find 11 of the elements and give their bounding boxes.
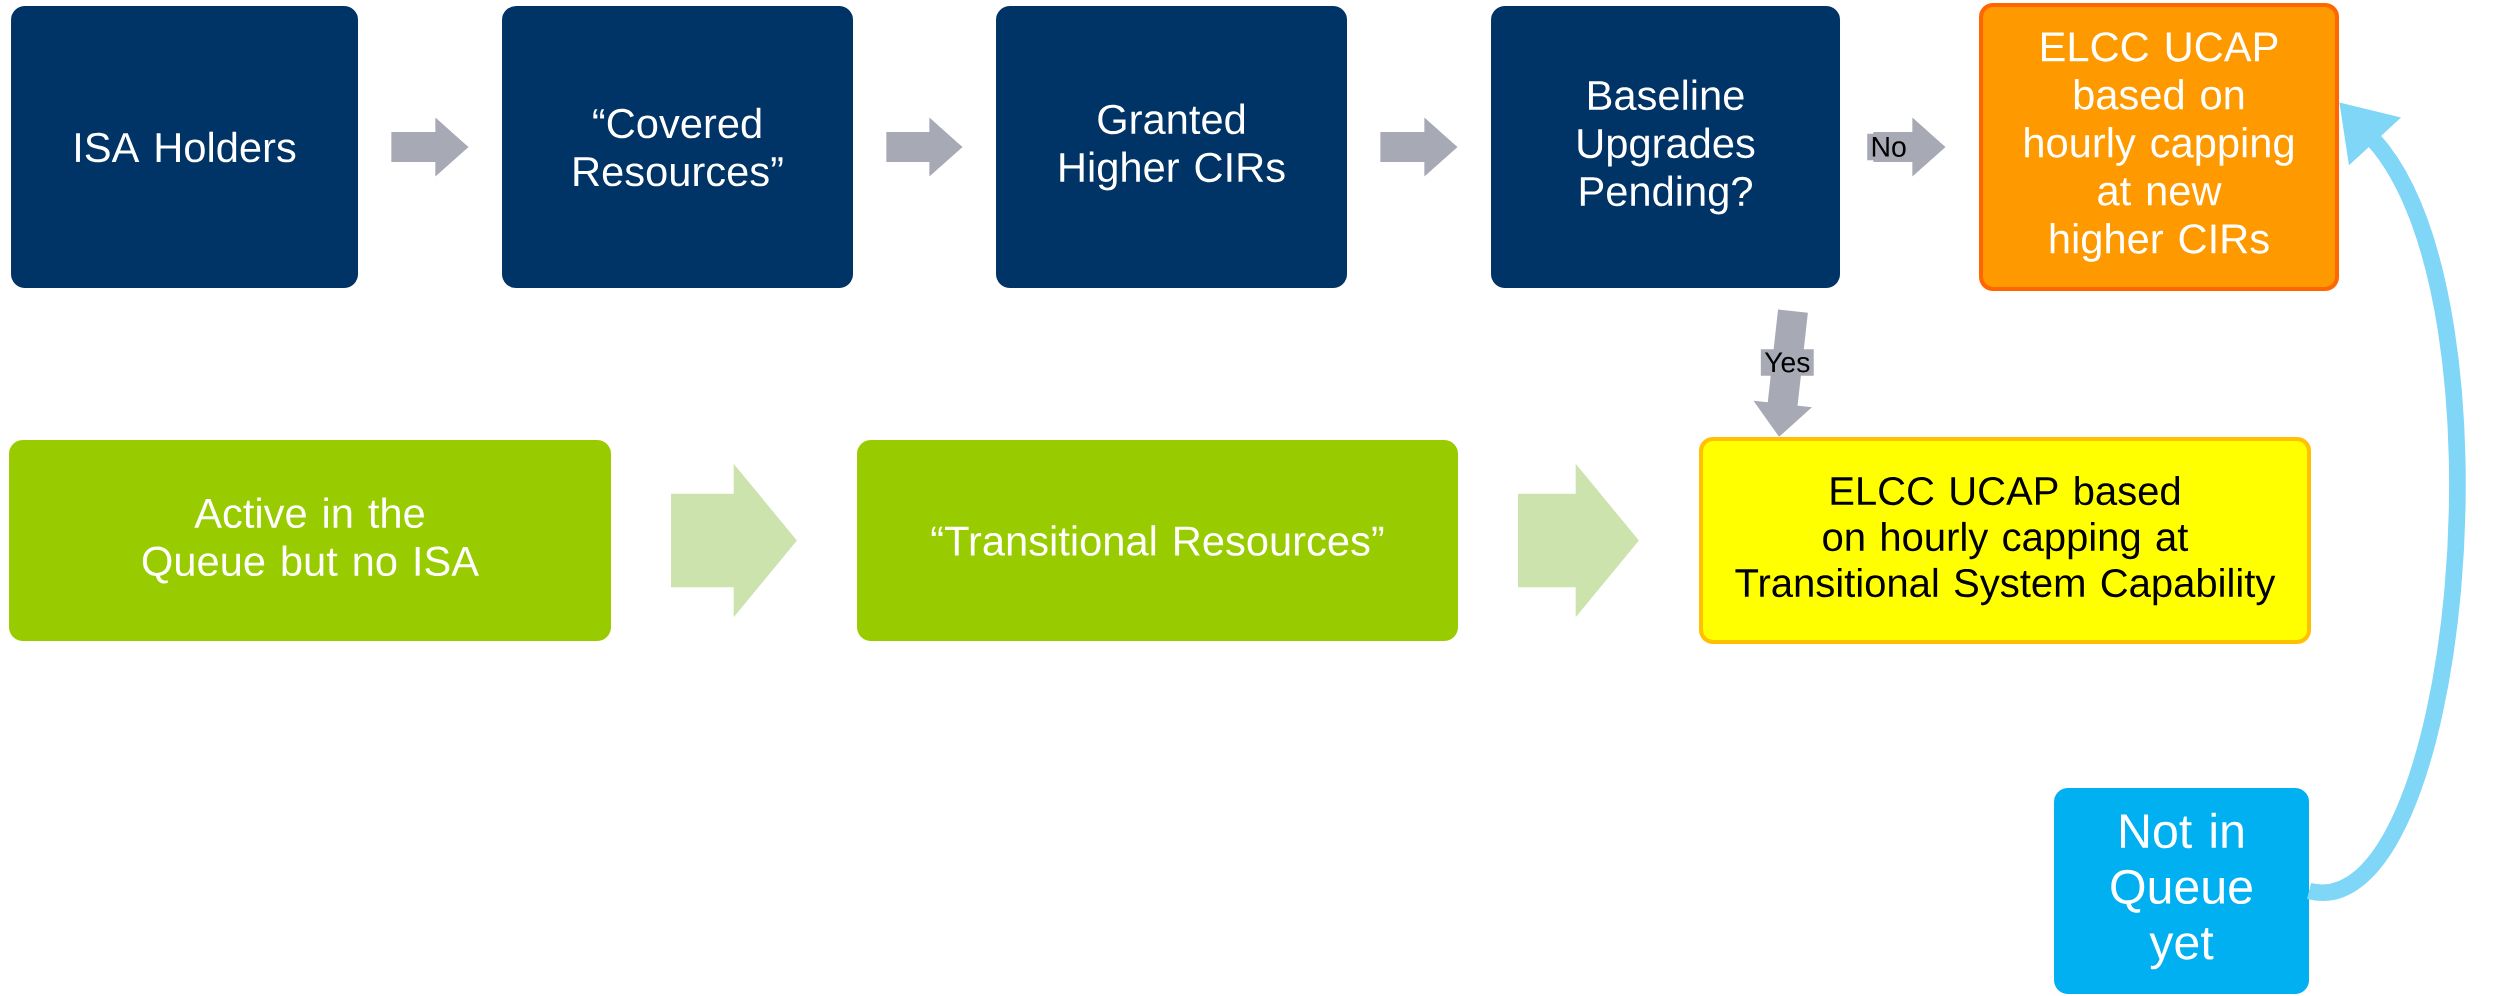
decision-box: Baseline Upgrades Pending?	[1491, 6, 1840, 288]
edge-label: Yes	[1760, 349, 1814, 376]
outcome-box: ELCC UCAP based on hourly capping at new higher CIRs	[1979, 3, 2339, 291]
process-box: Active in the Queue but no ISA	[9, 440, 611, 641]
outcome-box: ELCC UCAP based on hourly capping at Transitional System Capability	[1699, 437, 2312, 644]
process-box: ISA Holders	[11, 6, 358, 288]
process-box: Granted Higher CIRs	[996, 6, 1347, 288]
process-box: Not in Queue yet	[2054, 788, 2310, 994]
process-box: “Covered Resources”	[502, 6, 853, 288]
process-box: “Transitional Resources”	[857, 440, 1458, 641]
edge-label: No	[1867, 133, 1911, 161]
